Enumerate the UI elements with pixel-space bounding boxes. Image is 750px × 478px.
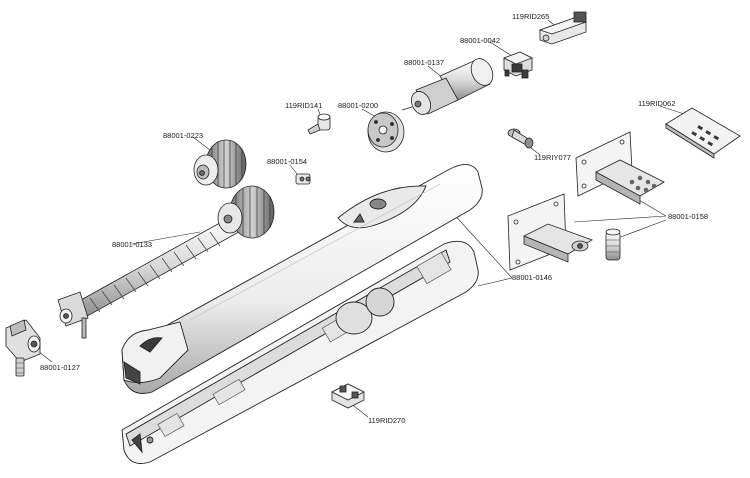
label-119riy077: 119RIY077 xyxy=(534,153,571,162)
label-119rid062: 119RID062 xyxy=(638,99,676,108)
part-88001-0127 xyxy=(5,319,41,377)
part-88001-0146 xyxy=(121,164,483,394)
label-119rid270: 119RID270 xyxy=(368,416,406,425)
label-88001-0158: 88001-0158 xyxy=(668,212,709,221)
label-88001-0137: 88001-0137 xyxy=(404,58,445,67)
part-88001-0154 xyxy=(295,173,311,185)
label-119rid141: 119RID141 xyxy=(285,101,323,110)
part-119rid270 xyxy=(331,383,365,409)
label-88001-0154: 88001-0154 xyxy=(267,157,308,166)
part-88001-0042 xyxy=(503,51,533,79)
lower-housing xyxy=(121,240,479,464)
leader-lines xyxy=(29,19,691,418)
part-88001-0133 xyxy=(57,185,275,339)
label-88001-0223: 88001-0223 xyxy=(163,131,204,140)
label-88001-0200: 88001-0200 xyxy=(338,101,379,110)
part-88001-0223 xyxy=(193,139,247,189)
label-88001-0133: 88001-0133 xyxy=(112,240,153,249)
part-119rid141 xyxy=(307,113,331,135)
part-119rid062 xyxy=(665,107,741,159)
part-88001-0200 xyxy=(367,111,405,153)
label-88001-0127: 88001-0127 xyxy=(40,363,81,372)
label-119rid265: 119RID265 xyxy=(512,12,550,21)
label-88001-0042: 88001-0042 xyxy=(460,36,501,45)
label-88001-0146: 88001-0146 xyxy=(512,273,553,282)
part-119riy077 xyxy=(507,128,534,149)
part-88001-0137 xyxy=(401,58,494,115)
part-88001-0158 xyxy=(507,131,665,271)
part-119rid265 xyxy=(538,11,588,45)
